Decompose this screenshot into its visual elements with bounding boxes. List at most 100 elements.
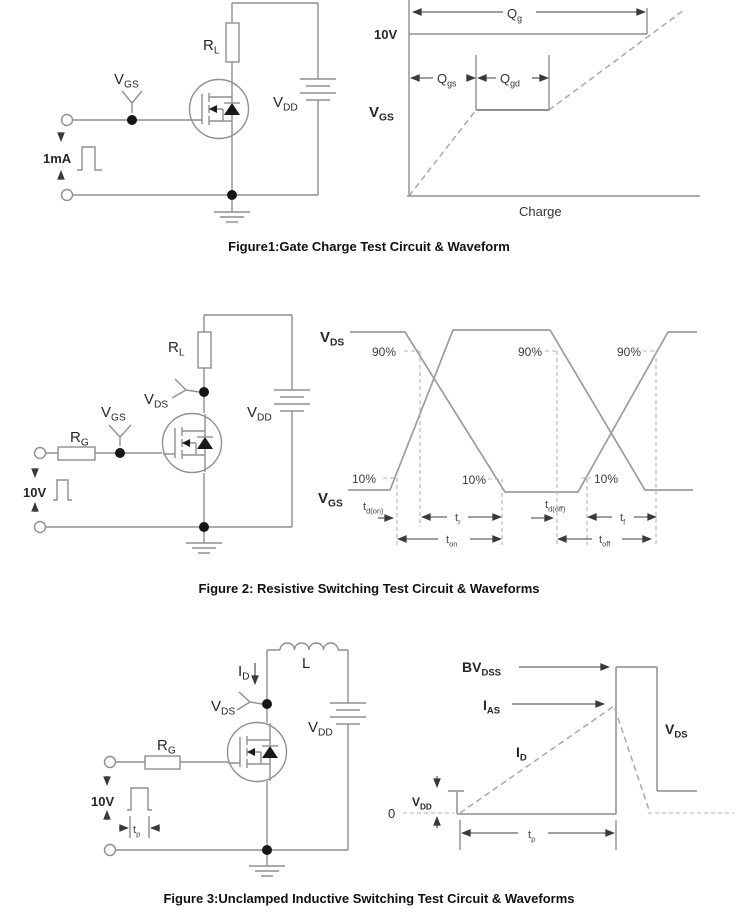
mosfet-symbol — [161, 412, 223, 474]
label-vgs: VGS — [101, 404, 126, 424]
vgs-trace — [348, 329, 693, 491]
fig3-waveform: BVDSS IAS ID VDS VDD 0 tp — [388, 659, 734, 850]
label-zero: 0 — [388, 806, 395, 821]
label-td-on: td(on) — [363, 501, 384, 516]
fig1-waveform: Qg Qgs Qgd 10V VGS Charge — [369, 0, 700, 219]
label-qg: Qg — [507, 6, 522, 24]
resistor-rg — [144, 755, 181, 770]
label-id: ID — [516, 744, 527, 764]
timing-arrows — [378, 513, 657, 543]
resistor-rl — [225, 22, 240, 63]
label-qgd: Qgd — [500, 71, 520, 89]
vgs-probe-icon — [108, 424, 132, 446]
label-toff: toff — [599, 534, 611, 549]
label-vds: VDS — [211, 698, 235, 718]
label-rg: RG — [157, 737, 176, 757]
ground-icon — [214, 199, 250, 223]
battery-icon — [330, 702, 366, 725]
label-vds: VDS — [144, 391, 168, 411]
label-10v: 10V — [91, 794, 114, 809]
label-vdd: VDD — [247, 404, 272, 424]
pulse-source-icon — [103, 776, 152, 820]
label-vgs: VGS — [114, 71, 139, 91]
fig2: RL RG VGS VDS VDD 10V 90% 90% 90% 10% 10… — [23, 314, 697, 554]
fig1-caption: Figure1:Gate Charge Test Circuit & Wavef… — [228, 239, 510, 254]
label-vdd: VDD — [308, 719, 333, 739]
ground-icon — [186, 531, 222, 554]
battery-icon — [300, 78, 336, 101]
label-vds: VDS — [320, 329, 344, 349]
label-vdd: VDD — [412, 795, 432, 812]
inductor-icon — [279, 642, 339, 651]
label-td-off: td(off) — [545, 499, 566, 514]
label-tr: tr — [455, 512, 461, 527]
label-rl: RL — [203, 37, 220, 57]
node-dot — [262, 699, 272, 709]
fig3-wires — [110, 649, 349, 851]
fig2-wires — [40, 314, 293, 528]
fig3: L ID VDS VDD RG 10V tp BVDSS — [91, 642, 734, 877]
fig3-caption: Figure 3:Unclamped Inductive Switching T… — [163, 891, 575, 906]
vds-trace — [448, 666, 697, 815]
label-vgs: VGS — [318, 490, 343, 510]
ground-icon — [249, 854, 285, 877]
node-dot — [199, 522, 209, 532]
fig2-caption: Figure 2: Resistive Switching Test Circu… — [198, 581, 540, 596]
resistor-rl — [197, 331, 212, 369]
vgs-probe-icon — [121, 90, 143, 113]
label-tp: tp — [528, 829, 535, 844]
label-l: L — [302, 655, 310, 672]
label-tp: tp — [133, 824, 140, 839]
label-charge: Charge — [519, 204, 562, 219]
node-dot — [115, 448, 125, 458]
label-ias: IAS — [483, 697, 500, 717]
gate-charge-curve — [408, 9, 685, 197]
resistor-rg — [57, 446, 96, 461]
terminal — [33, 520, 47, 534]
node-dot — [199, 387, 209, 397]
label-tf: tf — [620, 512, 626, 527]
label-90pct: 90% — [617, 345, 641, 359]
fig3-circuit: L ID VDS VDD RG 10V tp — [91, 642, 366, 877]
label-10v: 10V — [374, 27, 397, 42]
tp-span-arrow — [459, 820, 617, 850]
label-bvdss: BVDSS — [462, 659, 501, 679]
fig2-waveform: 90% 90% 90% 10% 10% 10% VDS VGS td(on) t… — [318, 329, 697, 549]
label-10v: 10V — [23, 485, 46, 500]
label-vds: VDS — [665, 721, 688, 741]
dashed-guides — [383, 350, 657, 547]
label-10pct: 10% — [594, 472, 618, 486]
id-ramp — [459, 704, 651, 814]
terminal — [60, 188, 74, 202]
vds-trace — [350, 331, 697, 493]
label-90pct: 90% — [518, 345, 542, 359]
label-qgs: Qgs — [437, 71, 457, 89]
label-rl: RL — [168, 339, 185, 359]
node-dot — [127, 115, 137, 125]
axes — [407, 0, 700, 197]
terminal — [33, 446, 47, 460]
label-10pct: 10% — [352, 472, 376, 486]
terminal — [103, 843, 117, 857]
node-dot — [262, 845, 272, 855]
label-1ma: 1mA — [43, 151, 72, 166]
label-10pct: 10% — [462, 473, 486, 487]
battery-icon — [274, 389, 310, 412]
terminal — [103, 755, 117, 769]
terminal — [60, 113, 74, 127]
pulse-source-icon — [57, 132, 102, 180]
label-vgs-axis: VGS — [369, 104, 394, 124]
fig1-circuit: RL VGS VDD 1mA — [43, 2, 336, 223]
mosfet-symbol — [188, 78, 250, 140]
tp-span-arrow — [119, 816, 160, 838]
label-90pct: 90% — [372, 345, 396, 359]
label-id: ID — [238, 663, 250, 683]
node-dot — [227, 190, 237, 200]
label-ton: ton — [446, 534, 457, 549]
label-vdd: VDD — [273, 94, 298, 114]
pulse-source-icon — [31, 468, 72, 512]
level-arrows — [433, 663, 610, 828]
label-rg: RG — [70, 429, 89, 449]
